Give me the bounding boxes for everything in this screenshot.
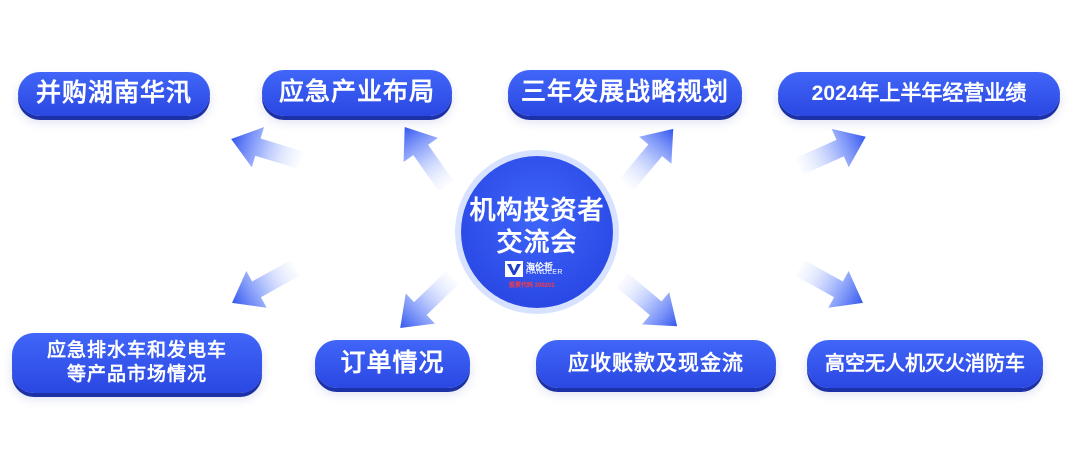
topic-strategy: 三年发展战略规划 xyxy=(508,70,742,116)
topic-label: 高空无人机灭火消防车 xyxy=(825,352,1025,375)
center-hub: 机构投资者 交流会 海伦哲 HANDLER 股票代码 300201 xyxy=(461,156,613,308)
topic-drone-truck: 高空无人机灭火消防车 xyxy=(807,340,1043,388)
arrow-to-receivables xyxy=(616,273,678,327)
stock-code: 股票代码 300201 xyxy=(509,283,555,289)
topic-industry-layout: 应急产业布局 xyxy=(262,70,452,116)
topic-receivables: 应收账款及现金流 xyxy=(536,340,776,388)
hub-title-line1: 机构投资者 xyxy=(469,195,605,225)
arrow-to-performance xyxy=(796,128,866,175)
logo-mark-icon xyxy=(505,261,523,277)
logo-chinese-name: 海伦哲 xyxy=(526,262,554,272)
company-logo: 海伦哲 HANDLER xyxy=(505,260,575,282)
hub-title-line2: 交流会 xyxy=(496,227,578,257)
arrow-to-strategy xyxy=(620,128,674,190)
topic-label: 应收账款及现金流 xyxy=(568,351,744,375)
topic-performance: 2024年上半年经营业绩 xyxy=(778,72,1060,116)
topic-label: 订单情况 xyxy=(340,349,445,378)
topic-label-line1: 应急排水车和发电车 xyxy=(46,340,227,362)
topic-merger: 并购湖南华汛 xyxy=(18,72,210,116)
topic-label: 应急产业布局 xyxy=(278,78,435,107)
arrow-to-orders xyxy=(400,271,459,329)
topic-label: 并购湖南华汛 xyxy=(35,79,192,108)
topic-label: 三年发展战略规划 xyxy=(520,78,729,107)
arrow-to-market xyxy=(232,260,300,308)
topic-label: 2024年上半年经营业绩 xyxy=(811,81,1027,105)
topic-market: 应急排水车和发电车 等产品市场情况 xyxy=(12,333,262,393)
arrow-to-drone-truck xyxy=(795,260,863,308)
arrow-to-merger xyxy=(231,127,303,169)
arrow-to-industry-layout xyxy=(403,127,454,192)
topic-label-line2: 等产品市场情况 xyxy=(66,364,207,385)
logo-english-name: HANDLER xyxy=(526,269,563,276)
topic-orders: 订单情况 xyxy=(315,340,470,388)
